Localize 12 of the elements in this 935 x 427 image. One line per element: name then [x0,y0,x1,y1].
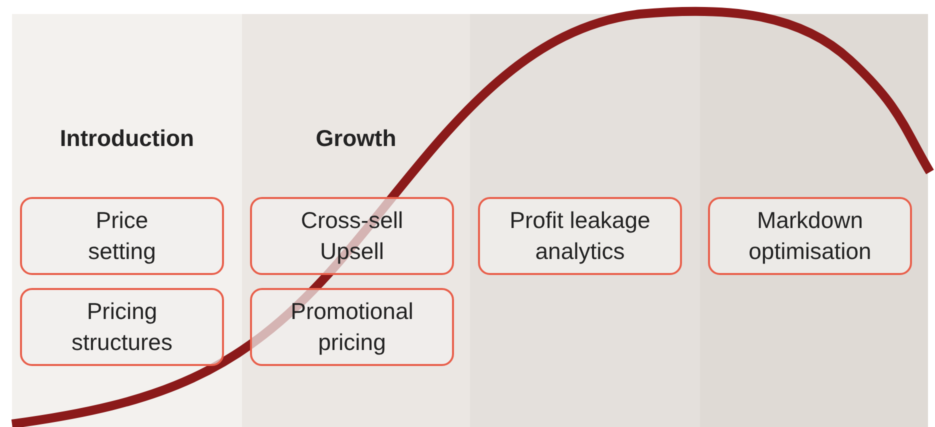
column-band [12,14,242,427]
stage-box: Promotional pricing [250,288,454,366]
stage-box: Cross-sell Upsell [250,197,454,275]
column-band [470,14,700,427]
stage-box: Markdown optimisation [708,197,912,275]
stage-box: Price setting [20,197,224,275]
column-band [242,14,470,427]
column-heading: Introduction [58,125,196,152]
stage-box: Profit leakage analytics [478,197,682,275]
stage-box: Pricing structures [20,288,224,366]
column-band [700,14,928,427]
column-heading: Growth [314,125,398,152]
